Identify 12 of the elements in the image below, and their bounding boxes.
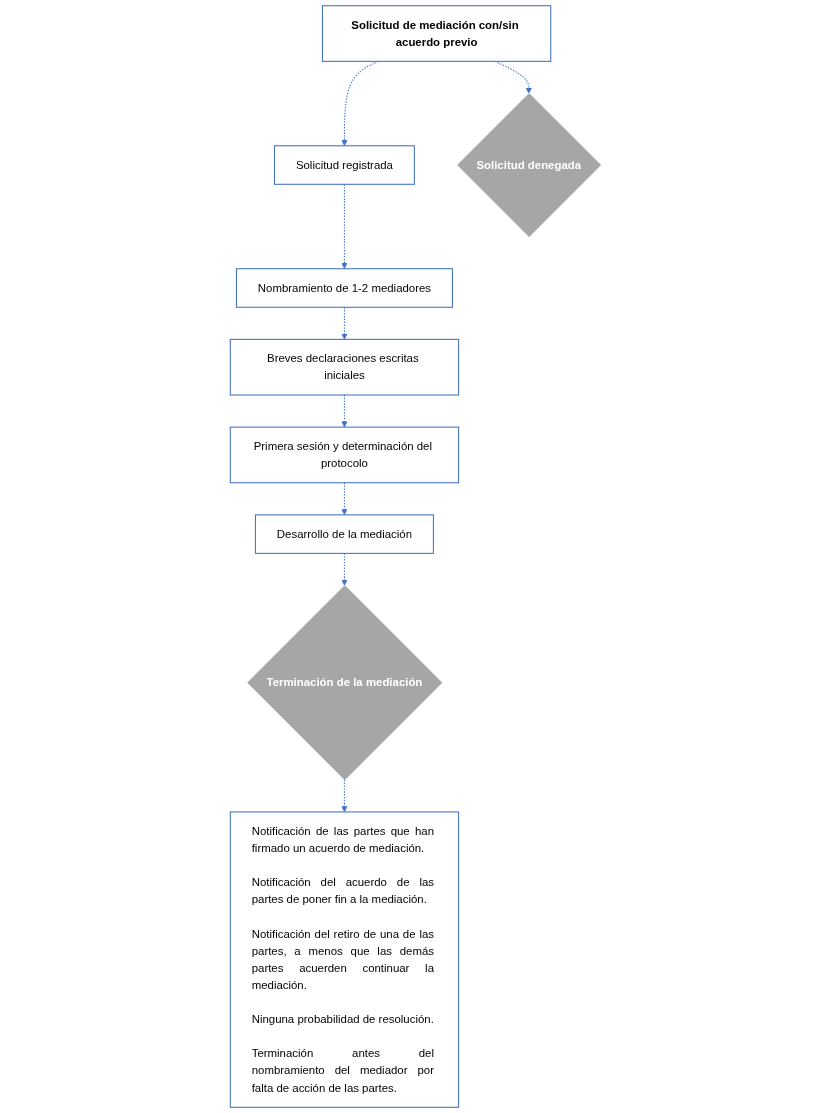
node-diamond: Solicitud denegada [457,93,602,237]
node-diamond: Terminación de la mediación [247,585,443,781]
node-box: Solicitud registrada [273,145,415,185]
node-box: Nombramiento de 1-2 mediadores [235,268,453,308]
node-box: Notificación de las partes que han firmado un acuerdo de mediación. Notificación del acuerdo de las partes de poner fin a la mediación. Notificación del retiro de una de las partes, a menos que las demás partes acuerden continuar la mediación. Ninguna probabilidad de resolución. Terminación antes del nombramiento del mediador por falta de acción de las partes. [229,811,460,1108]
node-box: Desarrollo de la mediación [254,514,434,554]
node-box: Solicitud de mediación con/sin acuerdo previo [321,5,552,62]
arrow [341,779,348,813]
arrow [341,60,379,147]
arrow [341,482,348,516]
node-box: Breves declaraciones escritas iniciales [229,338,460,396]
node-box: Primera sesión y determinación del protocolo [229,426,460,484]
